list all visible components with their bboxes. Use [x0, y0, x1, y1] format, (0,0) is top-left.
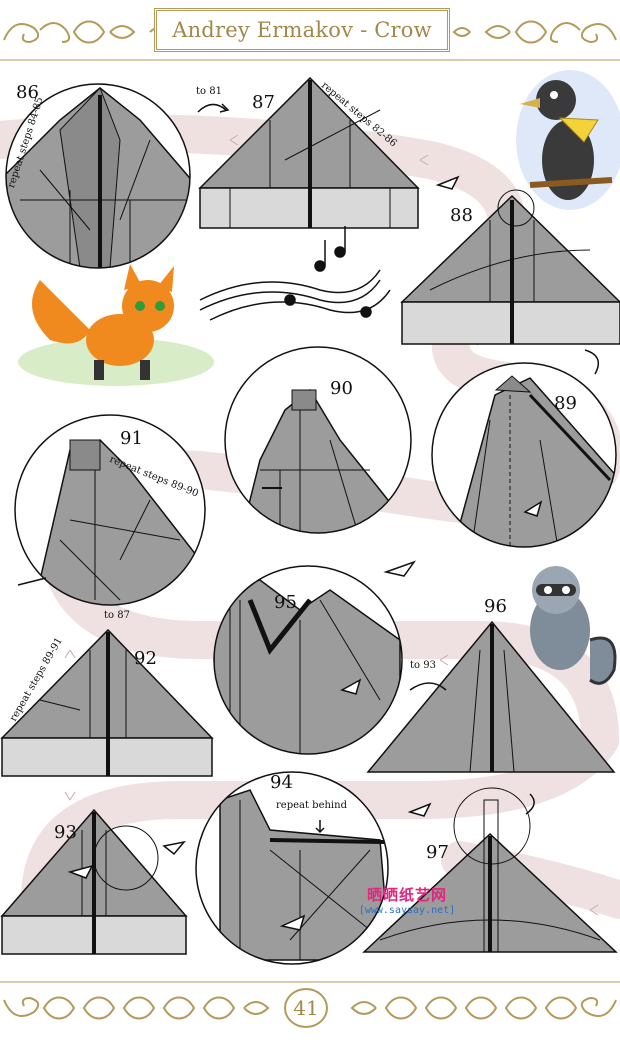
step-90-diagram: [224, 346, 412, 534]
step-86-diagram: [5, 83, 191, 269]
watermark: 晒晒纸艺网 [www.saysay.net]: [352, 884, 462, 916]
step-87-diagram: [197, 76, 420, 229]
page-number: 41: [284, 988, 328, 1028]
note-to-93: to 93: [410, 660, 436, 671]
page-title: Andrey Ermakov - Crow: [154, 8, 450, 52]
step-89-diagram: [431, 362, 617, 548]
watermark-text: 晒晒纸艺网: [366, 886, 447, 904]
step-91-diagram: [14, 414, 206, 606]
step-number-95: 95: [274, 592, 297, 613]
crow-illustration: [516, 70, 620, 210]
watermark-url: [www.saysay.net]: [358, 905, 456, 916]
note-repeat-behind: repeat behind: [276, 800, 347, 811]
step-number-86: 86: [16, 82, 39, 103]
step-number-92: 92: [134, 648, 157, 669]
step-94-diagram: [195, 771, 389, 965]
fox-illustration: [18, 264, 214, 386]
step-number-90: 90: [330, 378, 353, 399]
step-88-diagram: [400, 175, 620, 375]
music-notes-illustration: [199, 226, 391, 321]
step-number-87: 87: [252, 92, 275, 113]
step-number-89: 89: [554, 393, 577, 414]
note-to-87: to 87: [104, 610, 130, 621]
step-number-93: 93: [54, 822, 77, 843]
step-92-diagram: [0, 628, 214, 777]
step-95-diagram: [213, 560, 417, 755]
step-96-diagram: [366, 620, 616, 773]
step-number-88: 88: [450, 205, 473, 226]
step-number-91: 91: [120, 428, 143, 449]
step-number-96: 96: [484, 596, 507, 617]
step-number-94: 94: [270, 772, 293, 793]
step-93-diagram: [0, 808, 188, 955]
raccoon-illustration: [530, 566, 617, 685]
step-97-diagram: [362, 787, 618, 953]
note-to-81: to 81: [196, 86, 222, 97]
step-number-97: 97: [426, 842, 449, 863]
